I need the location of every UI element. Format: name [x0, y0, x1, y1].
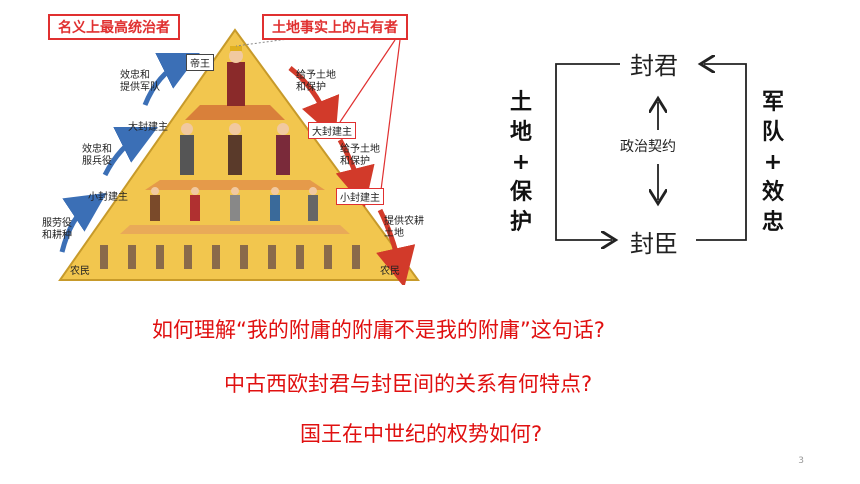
- peasant-figures: [100, 245, 360, 269]
- contract-label: 政治契约: [620, 139, 676, 155]
- label-flow-to-small: 服劳役 和耕种: [42, 218, 72, 241]
- page-number: 3: [798, 456, 804, 466]
- label-small-lord-left: 小封建主: [88, 192, 128, 203]
- arrow-down-from-king: [288, 66, 340, 139]
- label-flow-from-small: 提供农耕 土地: [384, 216, 424, 239]
- left-char: 护: [509, 210, 532, 235]
- tier-great: [145, 180, 325, 190]
- arrow-down-from-small: [376, 208, 416, 285]
- label-flow-to-great: 效忠和 服兵役: [82, 144, 112, 167]
- arrow-down-from-great: [335, 138, 375, 208]
- lord-label: 封君: [630, 52, 678, 80]
- right-char: 队: [761, 120, 784, 145]
- label-flow-from-great: 给予土地 和保护: [340, 144, 380, 167]
- arrow-up-to-small: [59, 192, 107, 253]
- diagram-lines: [555, 40, 747, 270]
- left-bracket-arrow: [555, 63, 620, 240]
- tier-small: [120, 225, 350, 234]
- arrow-up-to-king: [142, 53, 200, 106]
- small-lord-figures: [150, 187, 318, 221]
- tier-king: [185, 105, 285, 120]
- right-char: 效: [761, 180, 784, 205]
- king-figure: [227, 46, 245, 106]
- left-char: 土: [509, 90, 532, 115]
- arrow-up-to-great: [102, 127, 158, 177]
- tag-actual-landholder: 土地事实上的占有者: [262, 14, 408, 40]
- left-char: +: [511, 150, 531, 175]
- label-peasant-left: 农民: [70, 266, 90, 277]
- label-king: 帝王: [186, 54, 214, 71]
- right-bracket-arrow: [696, 64, 747, 241]
- label-flow-from-king: 给予土地 和保护: [296, 70, 336, 93]
- right-char: 忠: [761, 210, 784, 235]
- great-lord-figures: [180, 123, 290, 175]
- right-char: +: [763, 150, 783, 175]
- label-great-lord: 大封建主: [308, 122, 356, 139]
- feudal-pyramid-illustration: 名义上最高统治者 土地事实上的占有者 帝王 大封建主 大封建主 小封建主 小封建…: [40, 10, 440, 285]
- label-peasant-right: 农民: [380, 266, 400, 277]
- question-3: 国王在中世纪的权势如何?: [300, 422, 543, 446]
- left-char: 保: [509, 180, 532, 205]
- label-great-lord-left: 大封建主: [128, 122, 168, 133]
- question-1: 如何理解“我的附庸的附庸不是我的附庸”这句话?: [152, 318, 605, 342]
- left-vertical-text: 土 地 + 保 护: [508, 88, 534, 238]
- pyramid-graphic: [58, 28, 420, 285]
- tag-nominal-ruler: 名义上最高统治者: [48, 14, 180, 40]
- left-char: 地: [509, 120, 532, 145]
- label-flow-to-king: 效忠和 提供军队: [120, 70, 160, 93]
- lord-vassal-diagram: 封君 封臣 政治契约: [500, 40, 820, 270]
- right-vertical-text: 军 队 + 效 忠: [760, 88, 786, 238]
- question-2: 中古西欧封君与封臣间的关系有何特点?: [224, 372, 593, 396]
- right-char: 军: [761, 90, 784, 115]
- vassal-label: 封臣: [630, 230, 678, 258]
- label-small-lord: 小封建主: [336, 188, 384, 205]
